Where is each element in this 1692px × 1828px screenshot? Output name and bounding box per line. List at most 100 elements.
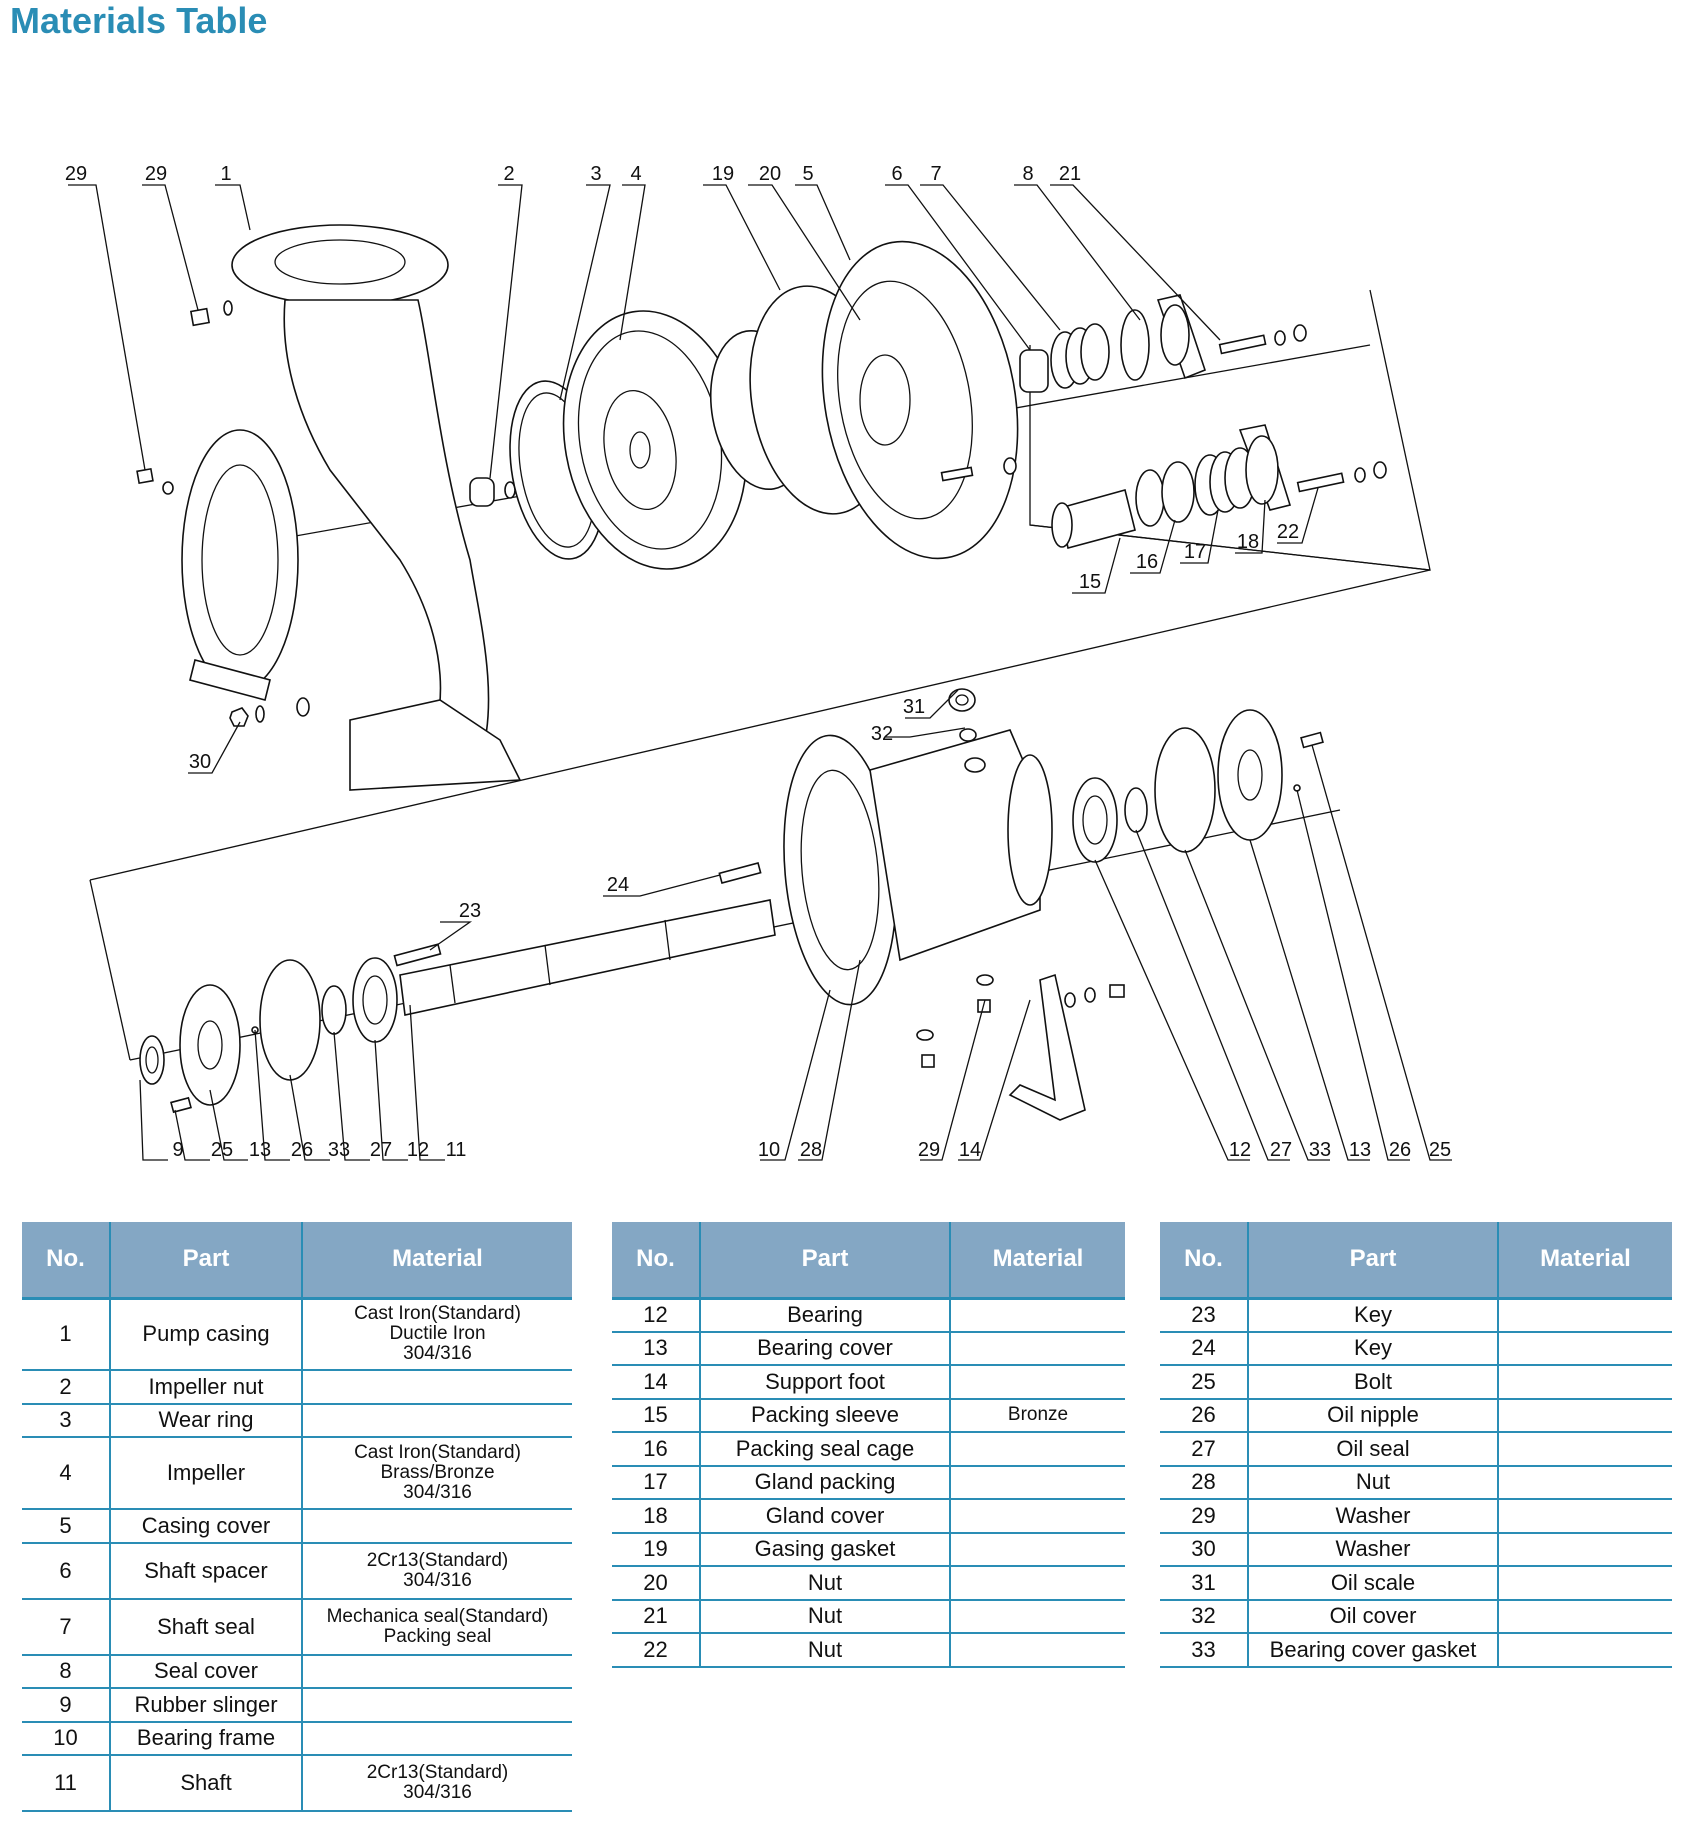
callout-6: 6 (891, 163, 902, 185)
cell-material (302, 1509, 572, 1544)
packing-sleeve-part (1051, 489, 1136, 549)
callout-20: 20 (759, 163, 781, 185)
callout-8: 8 (1022, 163, 1033, 185)
bolt-30 (229, 697, 310, 727)
shaft-spacer-part (1019, 349, 1049, 393)
cell-no: 5 (22, 1509, 111, 1544)
lower-frame-top (89, 569, 1431, 881)
cell-material (950, 1499, 1125, 1534)
cell-material (302, 1370, 572, 1405)
callout-labels: 29 29 1 2 3 4 19 20 5 6 7 8 21 15 16 17 … (65, 163, 1451, 1161)
cell-part: Bolt (1248, 1365, 1499, 1400)
cell-part: Nut (700, 1566, 951, 1601)
callout-19: 19 (712, 163, 734, 185)
callout-9: 9 (172, 1139, 183, 1161)
cell-material (302, 1403, 572, 1438)
cell-part: Oil scale (1248, 1566, 1499, 1601)
gland-cover-part (1238, 424, 1292, 511)
cell-part: Shaft spacer (110, 1542, 303, 1600)
cell-material (1498, 1298, 1672, 1333)
cell-part: Shaft (110, 1755, 303, 1812)
callout-1: 1 (220, 163, 231, 185)
callout-31: 31 (903, 696, 925, 718)
callout-26: 26 (1389, 1139, 1411, 1161)
cell-no: 23 (1160, 1298, 1249, 1333)
cell-material (950, 1331, 1125, 1366)
cell-no: 8 (22, 1654, 111, 1689)
cell-part: Rubber slinger (110, 1688, 303, 1723)
cell-no: 18 (612, 1499, 701, 1534)
cell-part: Shaft seal (110, 1598, 303, 1656)
key-24 (718, 862, 762, 884)
callout-11: 11 (446, 1139, 467, 1161)
cell-material (950, 1432, 1125, 1467)
packing-ring-part (1135, 469, 1165, 527)
cell-part: Pump casing (110, 1298, 303, 1371)
cell-part: Support foot (700, 1365, 951, 1400)
cell-part: Washer (1248, 1499, 1499, 1534)
material-line: 304/316 (403, 1481, 472, 1503)
callout-25: 25 (211, 1139, 233, 1161)
cell-no: 2 (22, 1370, 111, 1405)
cell-material (1498, 1432, 1672, 1467)
leader-lines (68, 184, 1452, 1161)
cell-part: Wear ring (110, 1403, 303, 1438)
cell-no: 33 (1160, 1633, 1249, 1668)
callout-29: 29 (65, 163, 87, 185)
cell-part: Casing cover (110, 1509, 303, 1544)
cell-material: Mechanica seal(Standard)Packing seal (302, 1598, 572, 1656)
cell-no: 3 (22, 1403, 111, 1438)
header-part: Part (700, 1222, 951, 1300)
callout-4: 4 (630, 163, 641, 185)
frame-fasteners (916, 974, 1125, 1068)
cell-part: Gland packing (700, 1465, 951, 1500)
material-line: Packing seal (383, 1625, 492, 1647)
packing-seal-cage-part (1161, 461, 1195, 523)
lower-frame-left (89, 879, 131, 1061)
cell-material (1498, 1532, 1672, 1567)
cell-no: 9 (22, 1688, 111, 1723)
cell-part: Bearing cover (700, 1331, 951, 1366)
cell-no: 25 (1160, 1365, 1249, 1400)
callout-25: 25 (1429, 1139, 1451, 1161)
cell-no: 24 (1160, 1331, 1249, 1366)
header-no: No. (612, 1222, 701, 1300)
cell-no: 10 (22, 1721, 111, 1756)
material-line: 304/316 (403, 1343, 472, 1365)
key-23 (393, 943, 442, 967)
cell-material (950, 1599, 1125, 1634)
bearing-cover-right (1217, 709, 1283, 841)
cell-material (302, 1654, 572, 1689)
callout-27: 27 (1270, 1139, 1292, 1161)
cell-part: Oil seal (1248, 1432, 1499, 1467)
callout-23: 23 (459, 900, 481, 922)
cell-material (1498, 1398, 1672, 1433)
cell-material (1498, 1365, 1672, 1400)
bolt-29a (189, 300, 233, 327)
cell-material (1498, 1633, 1672, 1668)
cell-material (950, 1465, 1125, 1500)
bearing-cover-left (179, 984, 241, 1106)
bolt-25-left (170, 1096, 192, 1114)
material-line: Cast Iron(Standard) (354, 1442, 521, 1464)
material-line: Brass/Bronze (380, 1462, 495, 1484)
casing-cover-part (821, 240, 1019, 560)
